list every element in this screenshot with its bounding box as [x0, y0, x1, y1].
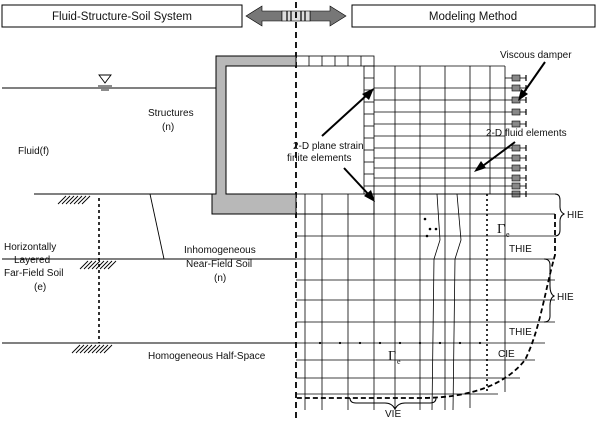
- viscous-damper-icon: [505, 96, 527, 104]
- soil-layer-lines: [2, 193, 296, 344]
- mesh-nodes: [318, 217, 482, 345]
- near-field-boundary: [149, 193, 165, 260]
- half-space-hatch-icon: [71, 344, 113, 354]
- right-title-box: [351, 4, 596, 28]
- far-field-label-4: (e): [34, 282, 46, 293]
- structure-wall: [211, 55, 297, 215]
- left-title-box: [1, 4, 243, 28]
- fluid-elements-label: 2-D fluid elements: [486, 128, 567, 139]
- structure-mesh: [295, 55, 375, 215]
- viscous-damper-icon: [505, 154, 527, 162]
- hie-brace-top: [554, 193, 566, 237]
- ground-hatch-icon: [57, 195, 91, 205]
- viscous-damper-icon: [505, 108, 527, 116]
- right-title: Modeling Method: [429, 11, 517, 23]
- near-field-label-1: Inhomogeneous: [184, 245, 256, 256]
- vie-brace: [349, 397, 437, 411]
- far-field-label-2: Layered: [14, 255, 50, 266]
- vie-label: VIE: [385, 409, 401, 420]
- layer-hatch-icon: [79, 260, 117, 270]
- leader-arrows: [321, 61, 546, 202]
- gamma-symbol-top: Γ: [497, 222, 505, 237]
- soil-mesh: [296, 193, 555, 411]
- structures-label: Structures: [148, 108, 194, 119]
- near-field-label-3: (n): [214, 273, 226, 284]
- fluid-label: Fluid(f): [18, 146, 49, 157]
- gamma-sub-bottom: e: [397, 357, 401, 366]
- cie-label: CIE: [498, 349, 515, 360]
- viscous-damper-label: Viscous damper: [500, 50, 572, 61]
- half-space-label: Homogeneous Half-Space: [148, 351, 266, 362]
- gamma-symbol-bottom: Γ: [388, 349, 396, 364]
- thie-label-mid: THIE: [509, 327, 532, 338]
- viscous-damper-icon: [505, 164, 527, 172]
- fluid-mesh: [374, 65, 506, 195]
- near-field-label-2: Near-Field Soil: [186, 259, 252, 270]
- viscous-damper-icon: [505, 74, 527, 82]
- viscous-damper-icon: [505, 174, 527, 182]
- viscous-damper-icon: [505, 120, 527, 128]
- plane-strain-label-2: finite elements: [287, 153, 351, 164]
- gamma-sub-top: e: [506, 230, 510, 239]
- hie-brace-mid: [543, 258, 556, 323]
- outer-dashed-boundary: [296, 214, 556, 399]
- viscous-damper-icon: [505, 182, 527, 190]
- hie-label-mid: HIE: [557, 292, 574, 303]
- hie-label-top: HIE: [567, 210, 584, 221]
- water-level-icon: [98, 74, 112, 91]
- viscous-damper-icon: [505, 84, 527, 92]
- plane-strain-label-1: 2-D plane strain: [293, 141, 364, 152]
- far-field-label-1: Horizontally: [4, 242, 56, 253]
- structures-label-n: (n): [162, 122, 174, 133]
- thie-label-top: THIE: [509, 244, 532, 255]
- far-field-label-3: Far-Field Soil: [4, 268, 63, 279]
- left-title: Fluid-Structure-Soil System: [52, 11, 192, 23]
